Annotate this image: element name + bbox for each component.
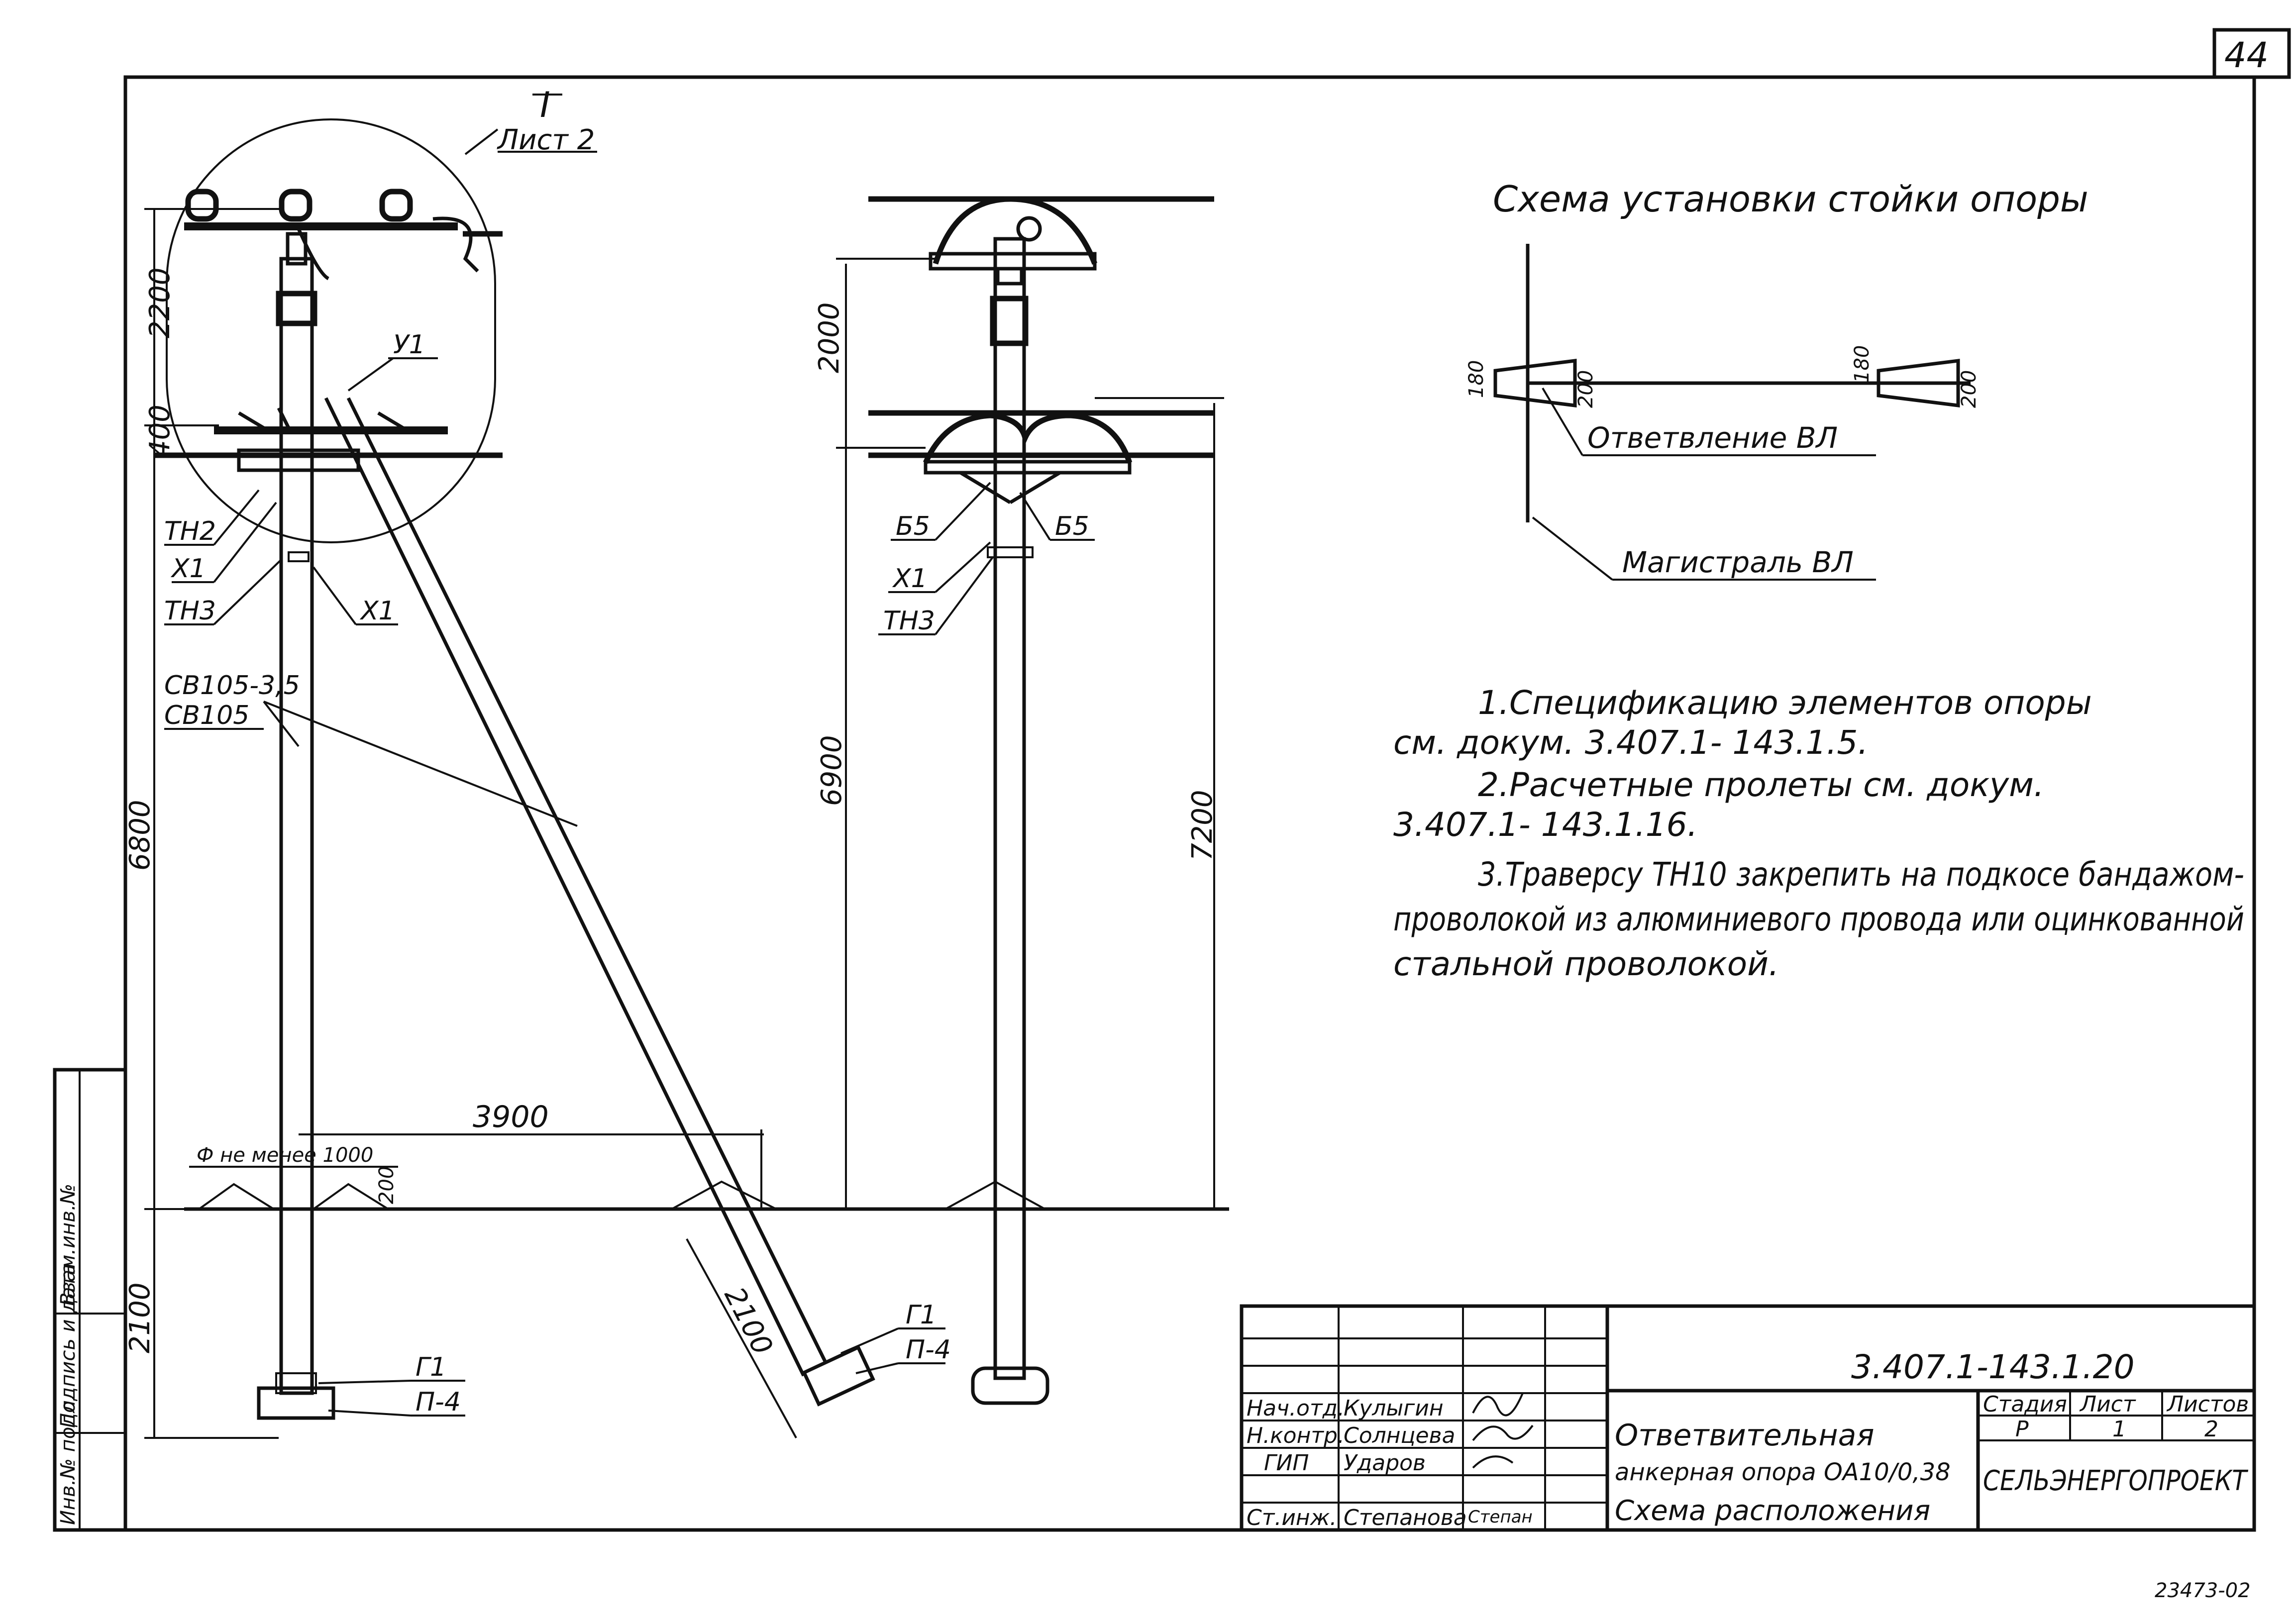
installation-scheme: Схема установки стойки опоры 180 200 180… <box>1465 178 2088 581</box>
dim-200: 200 <box>375 1166 398 1204</box>
organization: СЕЛЬЭНЕРГОПРОЕКТ <box>1983 1465 2248 1497</box>
dim-6900: 6900 <box>816 735 848 806</box>
side-stamp-col3: Взам.инв.№ <box>57 1184 80 1306</box>
diameter-note: Ф не менее 1000 <box>197 1144 373 1167</box>
label-u1: У1 <box>393 330 425 360</box>
dim-2200: 2200 <box>144 267 176 338</box>
title-line-3: Схема расположения <box>1615 1495 1930 1527</box>
stage-value: Р <box>2015 1417 2029 1442</box>
dim-2000: 2000 <box>813 302 845 373</box>
label-p4-strut: П-4 <box>906 1335 951 1365</box>
dim-180-left: 180 <box>1465 360 1488 398</box>
sheets-value: 2 <box>2204 1417 2218 1442</box>
signature-4: Степан <box>1468 1507 1533 1527</box>
signature-1 <box>1472 1393 1524 1417</box>
page-number: 44 <box>2224 35 2269 76</box>
side-stamp-col2: Подпись и дата <box>57 1263 80 1428</box>
side-stamp: Инв.№ подл. Подпись и дата Взам.инв.№ <box>53 1068 127 1532</box>
label-sv105: СВ105 <box>164 701 249 730</box>
insulator <box>185 189 413 222</box>
label-tn3-rightview: ТН3 <box>883 606 935 636</box>
scheme-title: Схема установки стойки опоры <box>1493 178 2088 220</box>
title-line-2: анкерная опора ОА10/0,38 <box>1615 1458 1951 1486</box>
pole-footing <box>257 1386 335 1420</box>
label-p4-bottom: П-4 <box>416 1387 461 1417</box>
note-3c: стальной проволокой. <box>1393 945 1779 983</box>
dim-200-right: 200 <box>1958 370 1981 408</box>
side-stamp-col1: Инв.№ подл. <box>57 1394 80 1525</box>
notes: 1.Спецификацию элементов опоры см. докум… <box>1393 684 2244 983</box>
sheets-header: Листов <box>2166 1392 2249 1417</box>
name-2: Солнцева <box>1344 1423 1455 1448</box>
dim-2100: 2100 <box>124 1282 156 1353</box>
outer-frame <box>123 75 2256 1532</box>
sheet-header: Лист <box>2079 1392 2136 1417</box>
name-1: Кулыгин <box>1344 1396 1444 1421</box>
dim-200-left: 200 <box>1574 370 1597 408</box>
dim-2100-strut: 2100 <box>718 1282 779 1360</box>
role-4: Ст.инж. <box>1247 1505 1337 1530</box>
strut-footing <box>802 1345 875 1407</box>
note-3b: проволокой из алюминиевого провода или о… <box>1393 900 2244 938</box>
right-pole <box>993 237 1026 1380</box>
note-3a: 3.Траверсу ТН10 закрепить на подкосе бан… <box>1478 855 2244 894</box>
dim-6800: 6800 <box>124 800 156 871</box>
label-sv105-35: СВ105-3,5 <box>164 671 300 701</box>
dim-180-right: 180 <box>1851 345 1874 383</box>
note-1a: 1.Спецификацию элементов опоры <box>1478 684 2092 722</box>
role-2: Н.контр. <box>1247 1423 1345 1448</box>
dim-7200: 7200 <box>1186 790 1219 861</box>
note-2b: 3.407.1- 143.1.16. <box>1393 806 1698 844</box>
dim-3900: 3900 <box>473 1100 549 1134</box>
dim-400: 400 <box>144 405 176 458</box>
role-1: Нач.отд. <box>1247 1396 1345 1421</box>
title-line-1: Ответвительная <box>1615 1418 1874 1453</box>
bottom-right-code: 23473-02 <box>2155 1579 2251 1602</box>
right-footing <box>971 1366 1049 1405</box>
label-tn2: ТН2 <box>164 516 216 546</box>
label-x1-left: Х1 <box>170 554 206 584</box>
stage-header: Стадия <box>1983 1392 2067 1417</box>
page-number-box <box>2212 28 2291 79</box>
title-block: 3.407.1-143.1.20 Нач.отд. Н.контр. ГИП С… <box>1240 1304 2256 1532</box>
signature-3 <box>1472 1455 1514 1469</box>
label-b5-left: Б5 <box>896 511 930 541</box>
label-x1-rightview: Х1 <box>892 564 928 594</box>
branch-label: Ответвление ВЛ <box>1587 421 1838 455</box>
label-b5-right: Б5 <box>1055 511 1089 541</box>
role-3: ГИП <box>1264 1450 1309 1476</box>
note-1b: см. докум. 3.407.1- 143.1.5. <box>1393 723 1868 762</box>
main-label: Магистраль ВЛ <box>1622 545 1854 579</box>
sheet-value: 1 <box>2112 1417 2126 1442</box>
label-tn3-left: ТН3 <box>164 596 216 626</box>
callout-oval <box>166 118 496 543</box>
label-g1-strut: Г1 <box>906 1300 937 1330</box>
label-g1-bottom: Г1 <box>416 1352 446 1382</box>
note-2a: 2.Расчетные пролеты см. докум. <box>1478 766 2044 804</box>
doc-code: 3.407.1-143.1.20 <box>1851 1348 2135 1386</box>
name-3: Ударов <box>1344 1450 1426 1476</box>
name-4: Степанова <box>1344 1505 1467 1530</box>
left-pole-view: I Лист 2 <box>124 85 1229 1439</box>
callout-roman: I <box>540 85 550 125</box>
right-pole-view: 2000 6900 7200 Б5 Б5 Х1 ТН3 <box>813 196 1224 1405</box>
label-x1-right: Х1 <box>359 596 395 626</box>
signature-2 <box>1472 1424 1534 1441</box>
